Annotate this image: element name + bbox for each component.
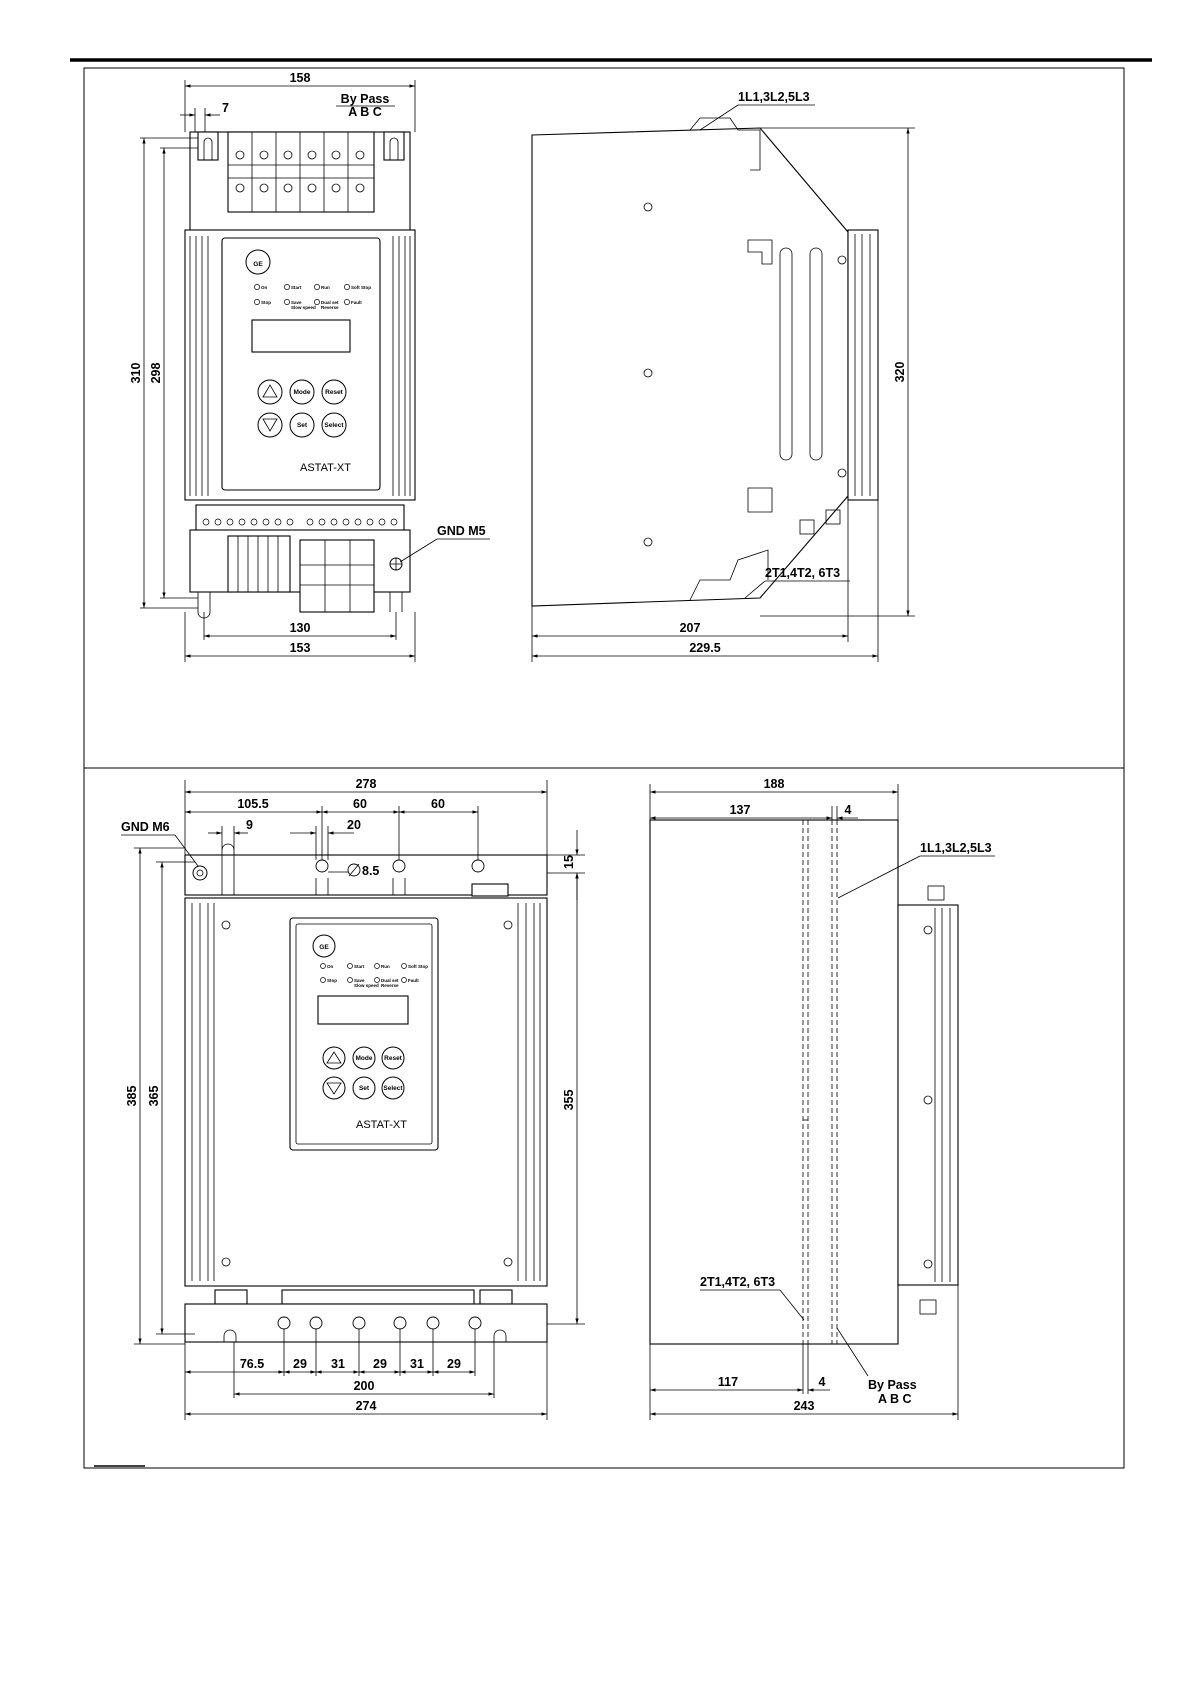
line-terminals-label: 1L1,3L2,5L3 (920, 841, 992, 855)
led-label: Fault (408, 978, 419, 983)
panel2-front-view: GE On Start Run Soft Stop Stop Save Dual… (121, 777, 585, 1420)
brand-label: ASTAT-XT (300, 462, 351, 474)
dim-pitch-b: 60 (431, 797, 445, 811)
svg-text:GE: GE (319, 944, 329, 951)
load-terminals-label: 2T1,4T2, 6T3 (700, 1275, 775, 1289)
dim-bottom-1: 76.5 (240, 1357, 264, 1371)
dim-offset-1: 105.5 (237, 797, 268, 811)
led-label: Run (321, 285, 330, 290)
led-label: Run (381, 964, 390, 969)
led-sublabel: Reverse (321, 305, 339, 310)
led-label: Stop (327, 978, 337, 983)
led-label: Soft Stop (408, 964, 428, 969)
down-arrow-icon (262, 418, 278, 432)
select-key-label: Select (324, 422, 344, 429)
dim-width-mount: 130 (290, 621, 311, 635)
select-key-label: Select (383, 1085, 403, 1092)
gnd-label: GND M6 (121, 820, 170, 834)
dim-bypass-pitch: 7 (222, 101, 229, 115)
reset-key-label: Reset (384, 1055, 403, 1062)
dim-height-total: 310 (129, 363, 143, 384)
ge-logo-icon (245, 249, 271, 275)
dim-bottom-3: 31 (331, 1357, 345, 1371)
panel1-front-view: GE On Start Run Soft Stop Stop Save Dual… (129, 71, 490, 662)
led-label: Start (354, 964, 365, 969)
dim-height-right: 355 (562, 1090, 576, 1111)
dim-height-inner: 365 (147, 1086, 161, 1107)
gnd-label: GND M5 (437, 524, 486, 538)
led-label: Dual set (381, 978, 399, 983)
dim-bottom-4: 29 (373, 1357, 387, 1371)
dim-gap-top: 4 (845, 803, 852, 817)
keypad-panel (289, 917, 439, 1151)
dim-width-base: 274 (356, 1399, 377, 1413)
up-arrow-icon (262, 384, 278, 398)
led-sublabel: Slow speed (291, 305, 316, 310)
line-terminals-label: 1L1,3L2,5L3 (738, 90, 810, 104)
led-label: Save (354, 978, 365, 983)
dim-bottom-5: 31 (410, 1357, 424, 1371)
mode-key-label: Mode (294, 389, 311, 396)
dim-hole-pitch: 20 (347, 818, 361, 832)
dim-height-inner: 298 (149, 363, 163, 384)
led-sublabel: Reverse (381, 983, 399, 988)
dim-height: 320 (893, 362, 907, 383)
svg-text:GE: GE (253, 261, 263, 268)
down-arrow-icon (326, 1082, 342, 1095)
led-label: Save (291, 300, 302, 305)
led-label: Fault (351, 300, 362, 305)
up-arrow-icon (326, 1051, 342, 1064)
led-label: Soft Stop (351, 285, 371, 290)
panel1-side-view: 1L1,3L2,5L3 2T1,4T2, 6T3 320 207 229.5 (531, 90, 915, 662)
lcd-display (317, 995, 409, 1025)
bypass-label: By Pass (868, 1378, 917, 1392)
dim-offset-top: 137 (730, 803, 751, 817)
dim-bottom-6: 29 (447, 1357, 461, 1371)
led-sublabel: Slow speed (354, 983, 379, 988)
reset-key-label: Reset (325, 389, 344, 396)
dim-pitch-a: 60 (353, 797, 367, 811)
brand-label: ASTAT-XT (356, 1119, 407, 1131)
dim-depth-inner: 207 (680, 621, 701, 635)
led-label: Dual set (321, 300, 339, 305)
mode-key-label: Mode (356, 1055, 373, 1062)
dim-gnd-pitch: 9 (246, 818, 253, 832)
bypass-label: By Pass (341, 92, 390, 106)
ground-screw-icon (192, 865, 208, 881)
panel2-side-view: 1L1,3L2,5L3 2T1,4T2, 6T3 By Pass A B C 1… (649, 777, 995, 1420)
dim-height-total: 385 (125, 1086, 139, 1107)
dim-depth-total: 243 (794, 1399, 815, 1413)
led-label: On (261, 285, 268, 290)
led-label: Stop (261, 300, 271, 305)
dim-width-top: 278 (356, 777, 377, 791)
lcd-display (251, 319, 351, 353)
dim-offset-bottom: 117 (718, 1375, 738, 1389)
dim-width-top: 158 (290, 71, 311, 85)
dim-bottom-2: 29 (293, 1357, 307, 1371)
dim-width-mount: 200 (354, 1379, 375, 1393)
dim-hole-diameter: 8.5 (362, 864, 379, 878)
dim-depth-total: 229.5 (689, 641, 720, 655)
bypass-phases-label: A B C (878, 1392, 912, 1406)
set-key-label: Set (297, 422, 308, 429)
dim-width-top: 188 (764, 777, 785, 791)
ge-logo-icon (312, 934, 336, 958)
dim-gap-bottom: 4 (819, 1375, 826, 1389)
dim-top-offset: 15 (562, 855, 576, 869)
load-terminals-label: 2T1,4T2, 6T3 (765, 566, 840, 580)
keypad-panel (221, 237, 381, 491)
led-label: Start (291, 285, 302, 290)
bypass-phases-label: A B C (348, 105, 382, 119)
set-key-label: Set (359, 1085, 370, 1092)
led-label: On (327, 964, 334, 969)
dim-width-base: 153 (290, 641, 311, 655)
